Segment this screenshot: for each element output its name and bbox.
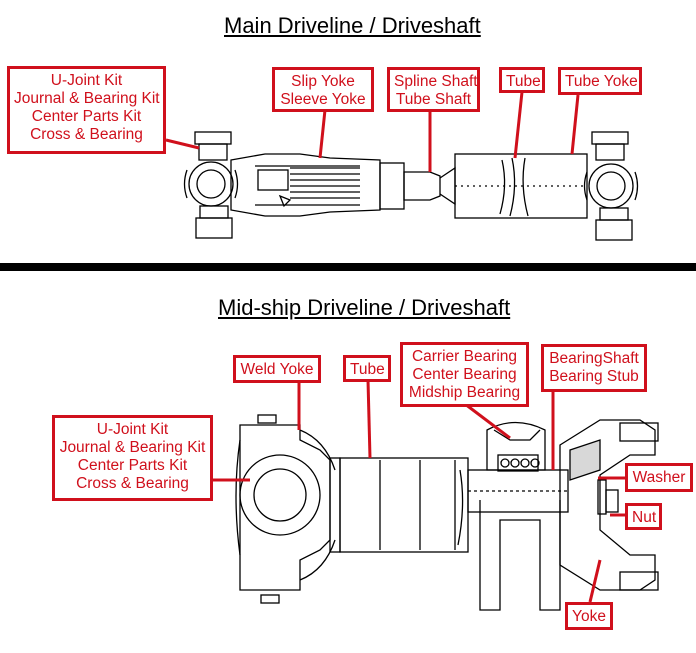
- label-weld-yoke: Weld Yoke: [233, 355, 321, 383]
- label-nut: Nut: [625, 503, 662, 530]
- label-washer: Washer: [625, 463, 693, 492]
- midship-carrier-bearing: [479, 421, 561, 611]
- label-yoke: Yoke: [565, 602, 613, 630]
- label-tube-main: Tube: [499, 67, 545, 93]
- midship-left-ujoint: [235, 414, 331, 604]
- main-spline-shaft: [379, 162, 456, 210]
- main-left-ujoint: [183, 131, 239, 239]
- main-driveline-title: Main Driveline / Driveshaft: [224, 13, 481, 38]
- midship-washer-nut: [597, 479, 619, 515]
- main-right-ujoint: [583, 131, 639, 241]
- midship-tube: [339, 457, 469, 553]
- label-tube-yoke: Tube Yoke: [558, 67, 642, 95]
- main-slip-yoke: [230, 153, 381, 217]
- main-tube: [454, 153, 588, 219]
- label-tube-midship: Tube: [343, 355, 391, 382]
- midship-bearing-shaft: [467, 469, 569, 513]
- midship-yoke: [559, 419, 659, 591]
- section-divider: [0, 263, 696, 271]
- midship-driveline-title: Mid-ship Driveline / Driveshaft: [218, 295, 511, 320]
